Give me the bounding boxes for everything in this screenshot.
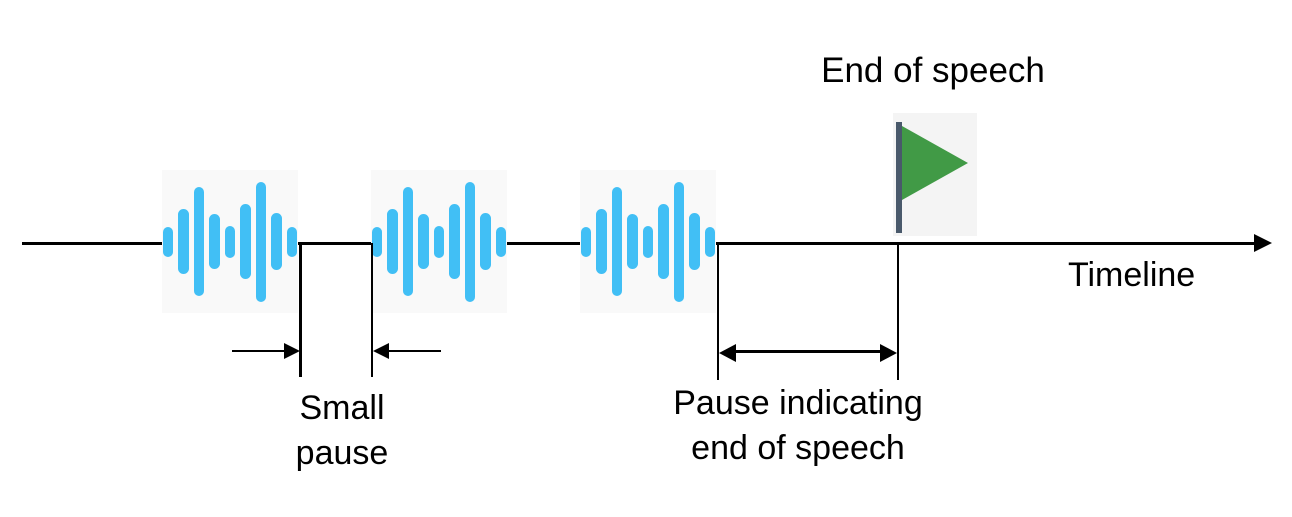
small-pause-right-arrow-shaft	[387, 349, 441, 353]
long-pause-end-line	[896, 243, 899, 380]
waveform-bar	[271, 213, 282, 270]
small-pause-left-arrowhead-icon	[284, 343, 300, 359]
timeline-arrowhead-icon	[1254, 233, 1272, 252]
waveform-bar	[658, 204, 669, 279]
waveform-bar	[689, 213, 700, 270]
waveform-bar	[240, 204, 251, 279]
waveform-bar	[596, 209, 607, 274]
waveform-segment-2	[371, 170, 507, 313]
waveform-bar	[433, 225, 445, 258]
long-pause-label-line2: end of speech	[691, 429, 905, 467]
small-pause-right-arrowhead-icon	[373, 343, 389, 359]
waveform-bar	[418, 214, 429, 269]
waveform-bar	[480, 213, 491, 270]
small-pause-label-line2: pause	[295, 434, 389, 472]
small-pause-label: Small pause	[296, 386, 389, 476]
end-of-speech-flag-icon	[893, 113, 977, 236]
waveform-bar	[495, 226, 507, 257]
waveform-bar	[673, 181, 685, 302]
waveform-bar	[162, 226, 174, 257]
waveform-bar	[371, 226, 383, 257]
long-pause-arrow-shaft	[726, 350, 890, 353]
timeline-label: Timeline	[1068, 256, 1196, 294]
flag-pole	[896, 122, 902, 233]
long-pause-right-arrowhead-icon	[880, 343, 897, 362]
long-pause-label-line1: Pause indicating	[673, 384, 923, 422]
waveform-bar	[193, 187, 205, 296]
waveform-segment-3	[580, 170, 716, 313]
long-pause-left-arrowhead-icon	[719, 343, 736, 362]
flag-banner	[901, 126, 968, 200]
waveform-bar	[255, 181, 267, 302]
waveform-segment-1	[162, 170, 298, 313]
small-pause-label-line1: Small	[299, 389, 385, 427]
waveform-bar	[611, 187, 623, 296]
waveform-bar	[224, 225, 236, 258]
small-pause-end-line	[370, 243, 373, 377]
waveform-bar	[627, 214, 638, 269]
waveform-bar	[402, 187, 414, 296]
long-pause-start-line	[716, 243, 719, 380]
waveform-bar	[464, 181, 476, 302]
waveform-bar	[704, 226, 716, 257]
end-of-speech-label: End of speech	[821, 51, 1045, 90]
waveform-bar	[178, 209, 189, 274]
small-pause-start-line	[299, 243, 302, 377]
waveform-bar	[449, 204, 460, 279]
waveform-bar	[580, 226, 592, 257]
waveform-bar	[387, 209, 398, 274]
waveform-bar	[642, 225, 654, 258]
small-pause-left-arrow-shaft	[232, 349, 286, 353]
long-pause-label: Pause indicating end of speech	[673, 381, 923, 471]
waveform-bar	[286, 226, 298, 257]
waveform-bar	[209, 214, 220, 269]
